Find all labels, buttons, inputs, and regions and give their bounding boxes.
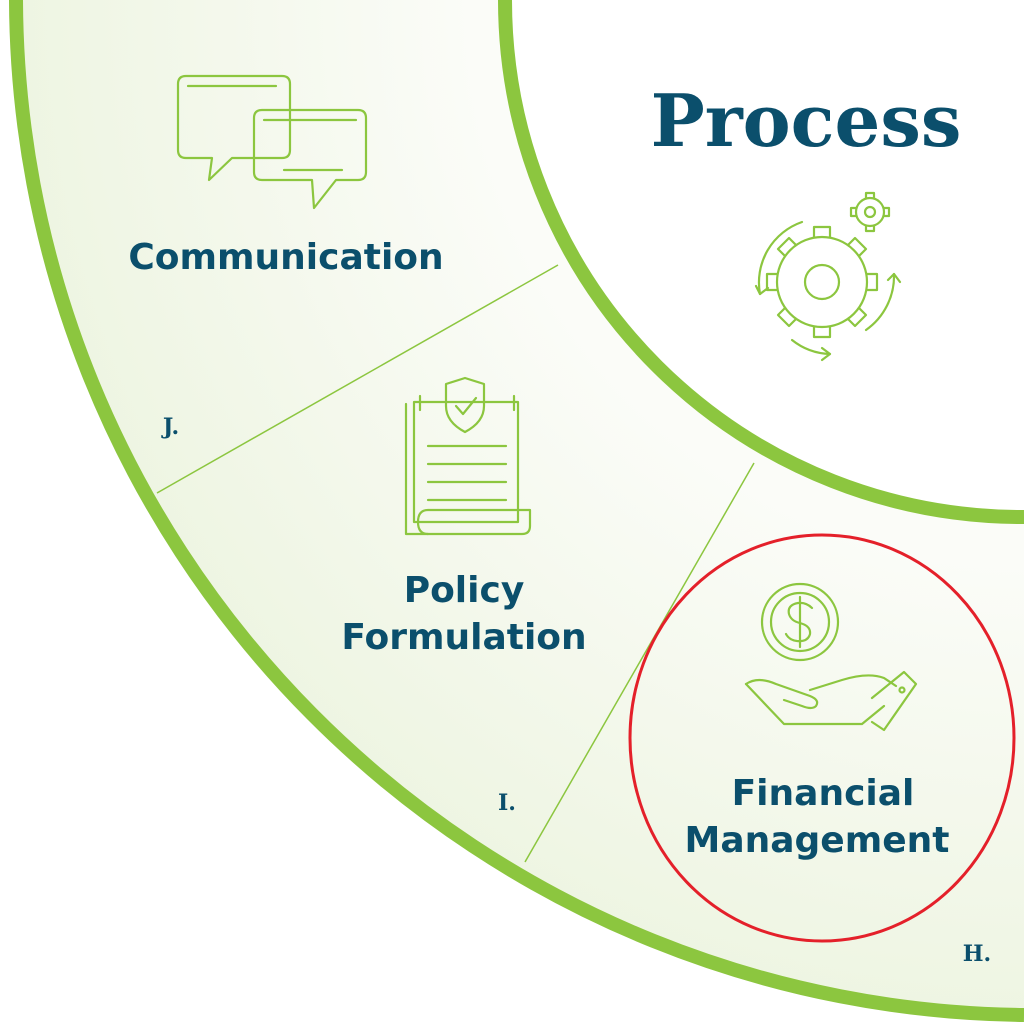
- divider-j-i: [156, 264, 559, 494]
- divider-i-h: [524, 462, 755, 863]
- segment-label-line2: Management: [685, 820, 950, 861]
- segment-letter: J.: [161, 414, 179, 440]
- segment-label-line2: Formulation: [341, 617, 586, 658]
- highlight-circle: [628, 533, 1016, 943]
- speech-bubbles-icon: [176, 74, 368, 210]
- segment-policy-formulation: Policy Formulation I.: [341, 376, 587, 816]
- segment-label-line1: Financial: [732, 773, 915, 814]
- page-title: Process: [651, 78, 962, 163]
- hand-holding-dollar-coin-icon: [744, 582, 918, 732]
- segment-label: Communication: [128, 237, 443, 278]
- segment-communication: Communication J.: [128, 74, 444, 440]
- segment-label-line1: Policy: [404, 570, 525, 611]
- gears-cycle-icon: [754, 191, 902, 362]
- segment-financial-management: Financial Management H.: [685, 582, 991, 967]
- inner-ring-arc: [498, 0, 1024, 525]
- policy-document-shield-icon: [404, 376, 532, 536]
- segment-letter: H.: [963, 941, 991, 967]
- segment-letter: I.: [498, 790, 516, 816]
- outer-ring-arc: [9, 0, 1024, 1022]
- outer-band: [16, 0, 1024, 1015]
